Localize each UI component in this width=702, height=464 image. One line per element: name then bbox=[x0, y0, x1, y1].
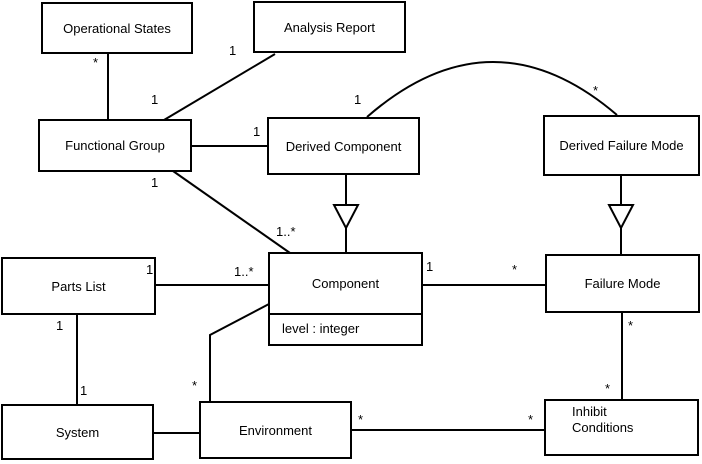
multiplicity-label: 1 bbox=[354, 92, 362, 107]
class-box-component: Component level : integer bbox=[268, 252, 423, 346]
association-derived-component-derived-failure-mode-arc bbox=[366, 61, 618, 118]
generalization-arrowhead-icon bbox=[607, 204, 635, 231]
class-label: Inhibit Conditions bbox=[572, 404, 634, 435]
multiplicity-label: 1 bbox=[426, 259, 434, 274]
class-label: Derived Failure Mode bbox=[559, 138, 684, 153]
multiplicity-label: * bbox=[93, 55, 99, 70]
class-label: Derived Component bbox=[285, 138, 402, 154]
class-label: Parts List bbox=[51, 278, 106, 294]
class-label: Environment bbox=[239, 422, 312, 438]
generalization-arrowhead-icon bbox=[332, 204, 360, 231]
attribute-label: level : integer bbox=[282, 321, 360, 336]
multiplicity-label: * bbox=[605, 381, 611, 396]
class-label: Component bbox=[311, 276, 380, 291]
multiplicity-label: 1..* bbox=[234, 264, 254, 279]
multiplicity-label: 1 bbox=[146, 262, 154, 277]
multiplicity-label: * bbox=[192, 378, 198, 393]
class-label: Failure Mode bbox=[584, 276, 661, 291]
class-box-inhibit-conditions: Inhibit Conditions bbox=[544, 399, 699, 456]
class-box-operational-states: Operational States bbox=[41, 2, 193, 54]
multiplicity-label: 1..* bbox=[276, 224, 296, 239]
class-box-functional-group: Functional Group bbox=[38, 119, 192, 172]
multiplicity-label: * bbox=[512, 262, 518, 277]
multiplicity-label: 1 bbox=[253, 124, 261, 139]
class-box-derived-component: Derived Component bbox=[267, 117, 420, 175]
class-label: Operational States bbox=[63, 20, 171, 36]
association-analysis-report-functional-group bbox=[163, 53, 276, 121]
multiplicity-label: * bbox=[628, 318, 634, 333]
class-label: Analysis Report bbox=[283, 19, 376, 35]
association-functional-group-component bbox=[172, 170, 291, 254]
class-box-failure-mode: Failure Mode bbox=[545, 254, 700, 313]
class-label: System bbox=[55, 424, 100, 440]
multiplicity-label: * bbox=[528, 412, 534, 427]
class-box-analysis-report: Analysis Report bbox=[253, 1, 406, 53]
multiplicity-label: * bbox=[358, 412, 364, 427]
class-box-derived-failure-mode: Derived Failure Mode bbox=[543, 115, 700, 176]
class-name-compartment: Component bbox=[270, 254, 421, 313]
multiplicity-label: 1 bbox=[151, 175, 159, 190]
association-component-environment bbox=[209, 303, 270, 402]
class-box-environment: Environment bbox=[199, 401, 352, 459]
class-box-system: System bbox=[1, 404, 154, 460]
multiplicity-label: * bbox=[593, 83, 599, 98]
multiplicity-label: 1 bbox=[56, 318, 64, 333]
class-attribute-compartment: level : integer bbox=[270, 313, 421, 342]
class-box-parts-list: Parts List bbox=[1, 257, 156, 315]
multiplicity-label: 1 bbox=[229, 43, 237, 58]
multiplicity-label: 1 bbox=[80, 383, 88, 398]
class-label: Functional Group bbox=[65, 138, 165, 153]
multiplicity-label: 1 bbox=[151, 92, 159, 107]
